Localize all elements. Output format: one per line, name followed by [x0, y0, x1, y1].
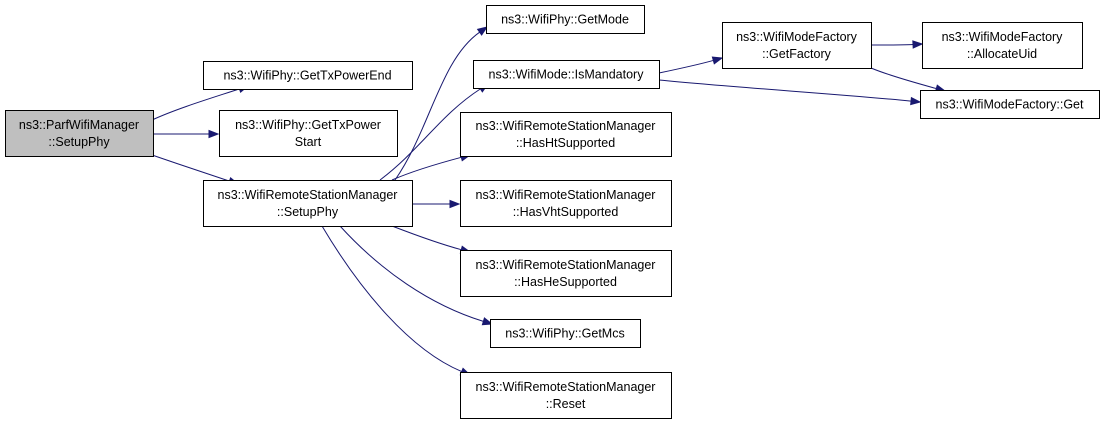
- node-box: [722, 22, 872, 69]
- node-label: ns3::WifiRemoteStationManager: [476, 188, 656, 202]
- node-wifi-remote-station-manager-reset[interactable]: ns3::WifiRemoteStationManager::Reset: [460, 372, 672, 419]
- node-box: [490, 319, 641, 348]
- edge-line: [321, 225, 462, 372]
- node-label: ns3::WifiModeFactory::Get: [936, 98, 1084, 112]
- edge-line: [151, 154, 230, 182]
- node-label: ns3::WifiModeFactory: [736, 30, 858, 44]
- node-box: [460, 372, 672, 419]
- node-box: [920, 90, 1100, 119]
- node-label: ::HasHtSupported: [516, 136, 615, 150]
- node-label: ::HasHeSupported: [514, 275, 617, 289]
- node-wifi-mode-factory-allocate-uid[interactable]: ns3::WifiModeFactory::AllocateUid: [922, 22, 1083, 69]
- edge-wifi-remote-station-manager-setup-phy-to-wifi-phy-get-mcs: [339, 225, 494, 326]
- arrowhead: [910, 96, 922, 106]
- edge-wifi-remote-station-manager-setup-phy-to-wifi-remote-station-manager-has-vht-supported: [412, 199, 461, 209]
- node-box: [460, 250, 672, 297]
- node-label: ns3::WifiPhy::GetTxPowerEnd: [223, 69, 391, 83]
- node-wifi-phy-get-tx-power-end[interactable]: ns3::WifiPhy::GetTxPowerEnd: [203, 61, 413, 90]
- node-box: [460, 112, 672, 157]
- node-label: ::SetupPhy: [277, 205, 339, 219]
- edge-wifi-remote-station-manager-setup-phy-to-wifi-remote-station-manager-has-he-supported: [391, 225, 472, 254]
- edge-line: [658, 59, 714, 74]
- edge-line: [379, 88, 481, 181]
- edge-line: [658, 79, 912, 102]
- arrowhead: [449, 199, 461, 209]
- node-label: ns3::WifiPhy::GetTxPower: [235, 118, 381, 132]
- nodes-layer: ns3::ParfWifiManager::SetupPhyns3::WifiP…: [5, 5, 1100, 419]
- node-label: ns3::ParfWifiManager: [19, 118, 139, 132]
- node-wifi-phy-get-mode[interactable]: ns3::WifiPhy::GetMode: [486, 5, 645, 34]
- node-box: [5, 110, 154, 157]
- node-box: [203, 61, 413, 90]
- arrowhead: [476, 26, 489, 36]
- node-box: [486, 5, 645, 34]
- edges-layer: [151, 26, 947, 376]
- node-label: ::AllocateUid: [967, 47, 1037, 61]
- node-label: ns3::WifiMode::IsMandatory: [489, 68, 645, 82]
- node-box: [473, 60, 660, 89]
- edge-wifi-mode-factory-get-factory-to-wifi-mode-factory-allocate-uid: [870, 40, 924, 49]
- node-wifi-phy-get-mcs[interactable]: ns3::WifiPhy::GetMcs: [490, 319, 641, 348]
- edge-line: [339, 225, 484, 322]
- node-box: [219, 110, 398, 157]
- arrowhead: [208, 129, 220, 139]
- edge-line: [870, 43, 914, 46]
- arrowhead: [912, 40, 924, 49]
- node-label: ns3::WifiModeFactory: [942, 30, 1064, 44]
- node-label: ns3::WifiRemoteStationManager: [476, 380, 656, 394]
- edge-wifi-mode-is-mandatory-to-wifi-mode-factory-get: [658, 79, 922, 106]
- edge-line: [870, 67, 937, 90]
- node-label: Start: [295, 135, 322, 149]
- node-box: [203, 180, 413, 227]
- node-label: ns3::WifiRemoteStationManager: [218, 188, 398, 202]
- edge-wifi-mode-is-mandatory-to-wifi-mode-factory-get-factory: [658, 56, 724, 74]
- node-label: ::HasVhtSupported: [513, 205, 619, 219]
- edge-line: [391, 225, 462, 251]
- node-parf-wifi-manager-setup-phy[interactable]: ns3::ParfWifiManager::SetupPhy: [5, 110, 154, 157]
- edge-line: [394, 31, 480, 181]
- node-label: ::SetupPhy: [48, 135, 110, 149]
- node-label: ::Reset: [546, 397, 586, 411]
- edge-parf-wifi-manager-setup-phy-to-wifi-phy-get-tx-power-start: [152, 129, 220, 139]
- arrowhead: [481, 317, 494, 326]
- node-wifi-remote-station-manager-setup-phy[interactable]: ns3::WifiRemoteStationManager::SetupPhy: [203, 180, 413, 227]
- node-wifi-mode-factory-get[interactable]: ns3::WifiModeFactory::Get: [920, 90, 1100, 119]
- node-label: ns3::WifiPhy::GetMcs: [505, 327, 624, 341]
- node-label: ns3::WifiPhy::GetMode: [501, 13, 629, 27]
- node-label: ns3::WifiRemoteStationManager: [476, 258, 656, 272]
- node-wifi-remote-station-manager-has-ht-supported[interactable]: ns3::WifiRemoteStationManager::HasHtSupp…: [460, 112, 672, 157]
- edge-wifi-mode-factory-get-factory-to-wifi-mode-factory-get: [870, 67, 947, 93]
- node-box: [922, 22, 1083, 69]
- node-wifi-remote-station-manager-has-vht-supported[interactable]: ns3::WifiRemoteStationManager::HasVhtSup…: [460, 180, 672, 227]
- node-wifi-remote-station-manager-has-he-supported[interactable]: ns3::WifiRemoteStationManager::HasHeSupp…: [460, 250, 672, 297]
- edge-wifi-remote-station-manager-setup-phy-to-wifi-phy-get-mode: [394, 26, 489, 181]
- node-box: [460, 180, 672, 227]
- node-wifi-mode-factory-get-factory[interactable]: ns3::WifiModeFactory::GetFactory: [722, 22, 872, 69]
- edge-line: [391, 156, 462, 181]
- node-label: ns3::WifiRemoteStationManager: [476, 119, 656, 133]
- edge-wifi-remote-station-manager-setup-phy-to-wifi-remote-station-manager-reset: [321, 225, 472, 376]
- node-wifi-mode-is-mandatory[interactable]: ns3::WifiMode::IsMandatory: [473, 60, 660, 89]
- node-label: ::GetFactory: [762, 47, 832, 61]
- edge-line: [151, 88, 240, 121]
- arrowhead: [711, 56, 724, 65]
